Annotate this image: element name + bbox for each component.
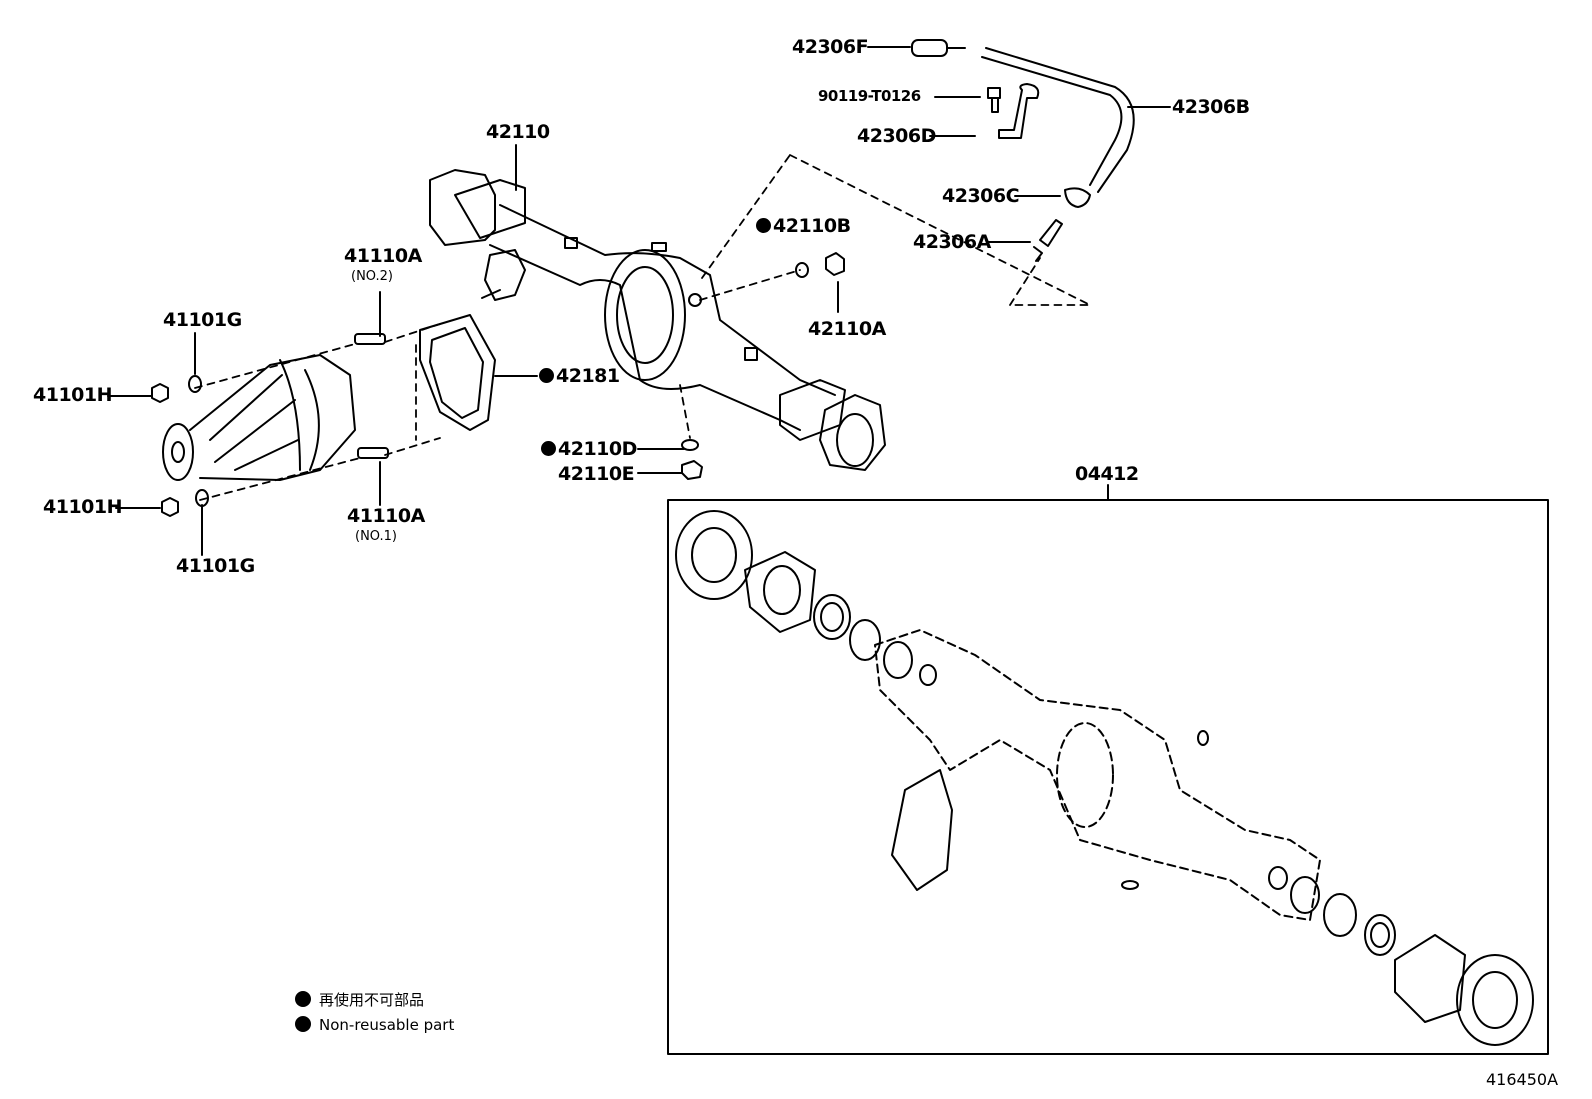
kit-housing-outline (874, 629, 1321, 921)
label-42110E: 42110E (558, 463, 635, 485)
label-42181-text: 42181 (556, 365, 620, 387)
kit-gaskets (675, 510, 1534, 1046)
legend-text-ja: 再使用不可部品 (319, 991, 425, 1009)
label-42110D: 42110D (541, 440, 637, 459)
label-42306A: 42306A (913, 231, 991, 253)
small-fasteners (681, 252, 845, 480)
label-04412: 04412 (1075, 463, 1139, 485)
label-41110A-no2: 41110A (344, 245, 422, 267)
legend-text-en: Non-reusable part (319, 1016, 455, 1034)
label-42110B: 42110B (756, 217, 851, 236)
non-reusable-dot-icon (541, 441, 556, 456)
label-90119-T0126: 90119-T0126 (818, 87, 921, 105)
axle-housing-drawing (429, 169, 886, 471)
label-42306C: 42306C (942, 185, 1020, 207)
label-41101H-bottom: 41101H (43, 496, 123, 518)
legend-dot-icon (295, 991, 311, 1007)
label-41110A-no1: 41110A (347, 505, 425, 527)
label-41101H-top: 41101H (33, 384, 113, 406)
label-42181: 42181 (539, 367, 620, 386)
label-41101G-top: 41101G (163, 309, 242, 331)
label-41101G-bottom: 41101G (176, 555, 255, 577)
label-42110D-text: 42110D (558, 438, 637, 460)
legend-line-ja: 再使用不可部品 (295, 991, 424, 1008)
label-41110A-no2-note: (NO.2) (351, 269, 393, 284)
label-42306B: 42306B (1172, 96, 1250, 118)
non-reusable-dot-icon (756, 218, 771, 233)
breather-hose-group (911, 39, 1135, 262)
label-42110B-text: 42110B (773, 215, 851, 237)
kit-box-04412 (667, 499, 1549, 1055)
label-41110A-no1-note: (NO.1) (355, 529, 397, 544)
label-42110A-right: 42110A (808, 318, 886, 340)
legend-dot-icon (295, 1016, 311, 1032)
figure-id: 416450A (1486, 1070, 1559, 1089)
leader-lines (107, 46, 1171, 556)
label-42306D: 42306D (857, 125, 936, 147)
differential-carrier (151, 333, 389, 517)
non-reusable-dot-icon (539, 368, 554, 383)
legend-line-en: Non-reusable part (295, 1016, 454, 1033)
gasket-42181 (419, 314, 496, 431)
label-42110: 42110 (486, 121, 550, 143)
label-42306F: 42306F (792, 36, 869, 58)
dashed-lines (194, 154, 1091, 501)
